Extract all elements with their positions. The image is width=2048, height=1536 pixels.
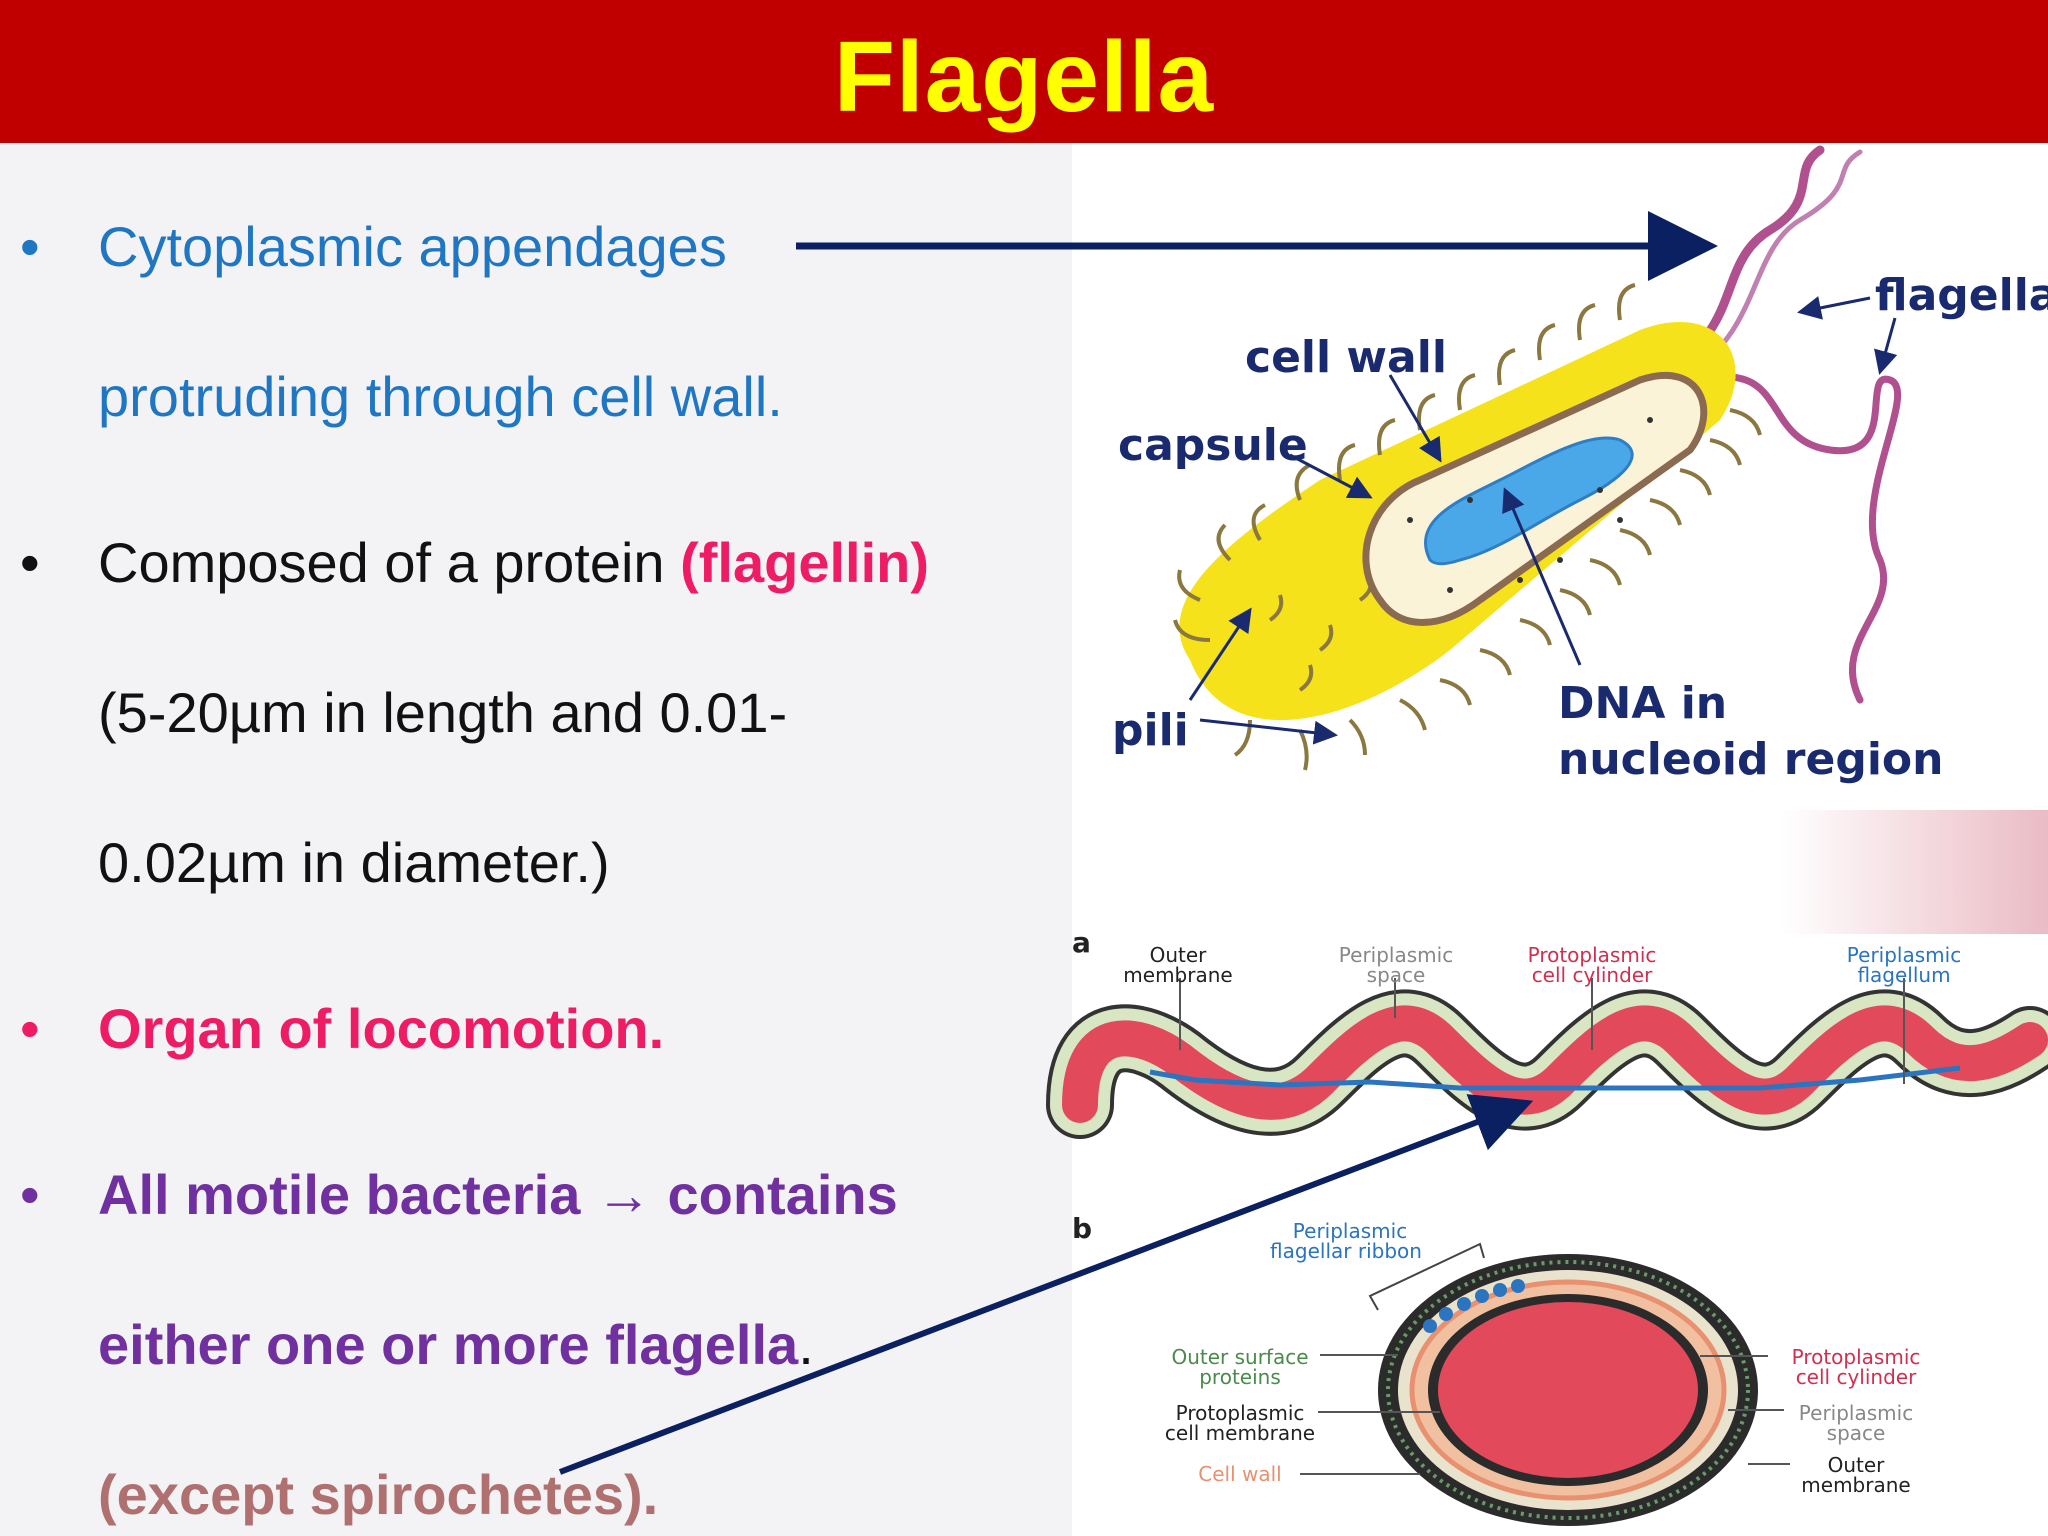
decorative-gradient [1780, 810, 2048, 934]
flagellum-1b [1687, 149, 1863, 375]
label-periplasmic-flagellum-2: flagellum [1857, 963, 1950, 987]
bullet-marker-4: • [20, 1163, 40, 1226]
label-proto-membrane-1: Protoplasmic [1176, 1401, 1305, 1425]
bullet-2-line-1: Composed of a protein (flagellin) [98, 530, 929, 595]
bullet-marker-3: • [20, 997, 40, 1060]
label-ribbon-2: flagellar ribbon [1270, 1239, 1422, 1263]
label-cell-wall: cell wall [1245, 332, 1447, 383]
dna-nucleoid [1423, 436, 1634, 566]
label-outer-membrane-b-1: Outer [1828, 1453, 1886, 1477]
label-protoplasmic-cylinder-2: cell cylinder [1532, 963, 1653, 987]
label-capsule: capsule [1118, 420, 1308, 471]
ribbon-bracket [1368, 1242, 1485, 1311]
bullet-2-text: Composed of a protein [98, 531, 681, 594]
cellwall-label-arrow [1388, 374, 1442, 463]
label-flagella: flagella [1875, 270, 2048, 321]
label-peri-space-1: Periplasmic [1799, 1401, 1913, 1425]
panel-letter-a: a [1072, 926, 1091, 959]
label-periplasmic-space-2: space [1367, 963, 1426, 987]
flagella-label-arrow-1 [1797, 296, 1871, 320]
capsule-label-arrow [1289, 453, 1373, 499]
label-cell-wall-b: Cell wall [1198, 1462, 1281, 1486]
label-proto-membrane-2: cell membrane [1165, 1421, 1315, 1445]
spirochete-diagram: a Outer membrane Periplasmic space Proto… [1046, 926, 2048, 1139]
flagellum-1 [1675, 145, 1825, 365]
pili-label-arrow-1 [1188, 607, 1252, 701]
protoplasmic-cylinder [1438, 1302, 1698, 1478]
label-ribbon-1: Periplasmic [1293, 1219, 1407, 1243]
bullet-3-line-1: Organ of locomotion. [98, 997, 665, 1060]
flagella-label-arrow-2 [1874, 317, 1898, 375]
bullet-4-line-1: All motile bacteria → contains [98, 1163, 898, 1226]
flagellin-highlight: (flagellin) [680, 531, 930, 594]
bullet-marker-2: • [20, 531, 40, 594]
spirochete-cylinder [1062, 1005, 2048, 1123]
cross-section-diagram: b Periplasmic flagellar ribbon Outer sur… [1072, 1212, 1920, 1526]
bullet-marker-1: • [20, 215, 40, 278]
bullet-2-line-2: (5-20µm in length and 0.01- [98, 681, 788, 744]
bullet-4-line-3: (except spirochetes). [98, 1463, 659, 1526]
pili-hairs [1173, 283, 1762, 771]
label-peri-space-2: space [1827, 1421, 1886, 1445]
bullet-4-line-2: either one or more flagella. [98, 1312, 814, 1377]
panel-letter-b: b [1072, 1212, 1092, 1245]
slide-title: Flagella [833, 21, 1215, 133]
outer-dots-ring [1386, 1260, 1750, 1520]
ribosome-dots [1407, 417, 1653, 593]
label-periplasmic-flagellum-1: Periplasmic [1847, 943, 1961, 967]
flagellum-2 [1696, 373, 1902, 704]
label-periplasmic-space-1: Periplasmic [1339, 943, 1453, 967]
bullet-2-line-3: 0.02µm in diameter.) [98, 831, 610, 894]
label-protoplasmic-cylinder-1: Protoplasmic [1528, 943, 1657, 967]
bullet-4-line-2-text: either one or more flagella [98, 1313, 799, 1376]
label-outer-membrane-b-2: membrane [1801, 1473, 1910, 1497]
bacterium-diagram: flagella cell wall capsule pili DNA in n… [1112, 145, 2048, 785]
bullet-4-trailing-dot: . [798, 1313, 814, 1376]
label-outer-surface-1: Outer surface [1171, 1345, 1308, 1369]
label-dna-line2: nucleoid region [1558, 734, 1943, 785]
label-proto-cylinder-2: cell cylinder [1796, 1365, 1917, 1389]
title-bar [0, 0, 2048, 143]
label-dna-line1: DNA in [1558, 678, 1727, 729]
bullet-1-line-1: Cytoplasmic appendages [98, 215, 727, 278]
label-outer-surface-2: proteins [1199, 1365, 1281, 1389]
label-proto-cylinder-1: Protoplasmic [1792, 1345, 1921, 1369]
bullet-1-line-2: protruding through cell wall. [98, 365, 783, 428]
arrow-spirochetes-to-diagram [558, 1094, 1534, 1475]
label-pili: pili [1112, 705, 1189, 756]
pili-label-arrow-2 [1199, 718, 1338, 745]
dna-label-arrow [1502, 487, 1582, 666]
periplasmic-flagellum [1149, 1065, 1961, 1091]
label-outer-membrane-1: Outer [1150, 943, 1208, 967]
flagellar-ribbon-dots [1423, 1279, 1525, 1333]
label-outer-membrane-2: membrane [1123, 963, 1232, 987]
